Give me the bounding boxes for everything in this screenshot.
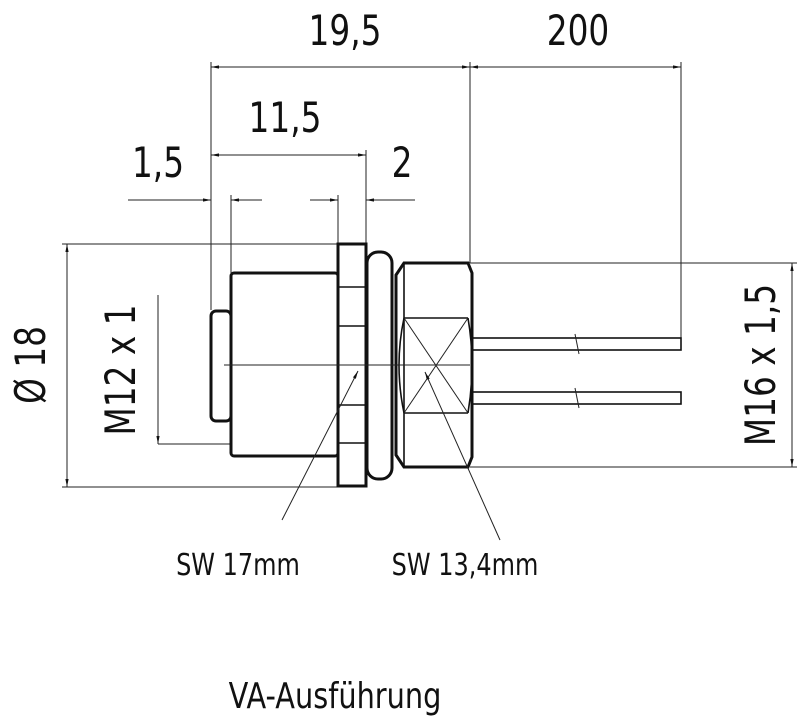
wire-pins [471,333,682,409]
dim-overall-length: 19,5 [309,6,382,55]
dim-diameter: Ø 18 [6,326,55,404]
dim-rear-thread: M16 x 1,5 [736,284,785,446]
leader-lines [281,370,501,541]
dimension-lines [65,65,794,487]
dim-cable-length: 200 [547,6,610,55]
front-pin-face [209,309,233,423]
label-wrench-front: SW 17mm [176,548,300,582]
dim-front-thread: M12 x 1 [96,305,145,436]
caption: VA-Ausführung [229,675,442,717]
extension-lines [62,62,797,488]
connector-body [209,242,682,488]
label-wrench-rear: SW 13,4mm [392,548,539,582]
dim-body-length: 11,5 [249,93,322,142]
dim-nut-width: 2 [392,138,413,187]
dim-pin-offset: 1,5 [132,138,184,187]
